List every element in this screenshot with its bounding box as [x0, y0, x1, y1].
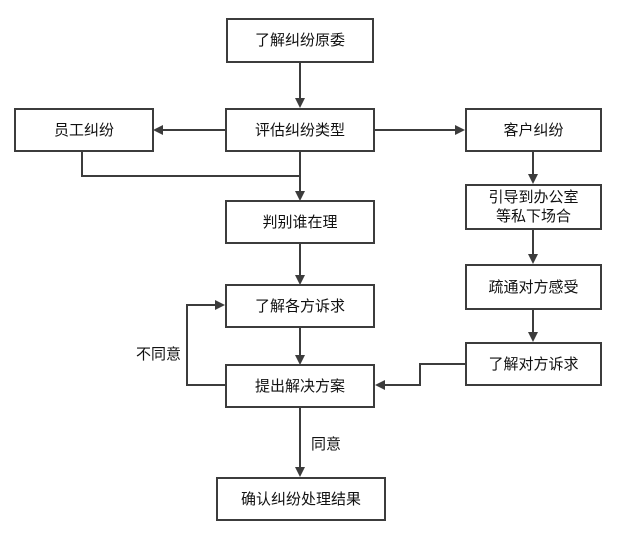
node-understand-cause: 了解纠纷原委 [226, 18, 374, 63]
edge-label-agree: 同意 [311, 435, 342, 453]
node-ease-feelings: 疏通对方感受 [465, 264, 602, 310]
node-assess-type: 评估纠纷类型 [225, 108, 375, 152]
edge-label-disagree: 不同意 [136, 345, 182, 363]
node-guide-private: 引导到办公室 等私下场合 [465, 184, 602, 230]
node-judge-who-right: 判别谁在理 [225, 200, 375, 244]
node-understand-other-demands: 了解对方诉求 [465, 342, 602, 386]
node-understand-all-demands: 了解各方诉求 [225, 284, 375, 328]
node-employee-dispute: 员工纠纷 [14, 108, 154, 152]
edge-other-to-solution [375, 363, 465, 390]
node-customer-dispute: 客户纠纷 [465, 108, 602, 152]
node-confirm-result: 确认纠纷处理结果 [216, 477, 386, 521]
edge-employee-to-judge [81, 152, 305, 201]
edge-disagree-loop [186, 300, 225, 386]
node-propose-solution: 提出解决方案 [225, 364, 375, 408]
